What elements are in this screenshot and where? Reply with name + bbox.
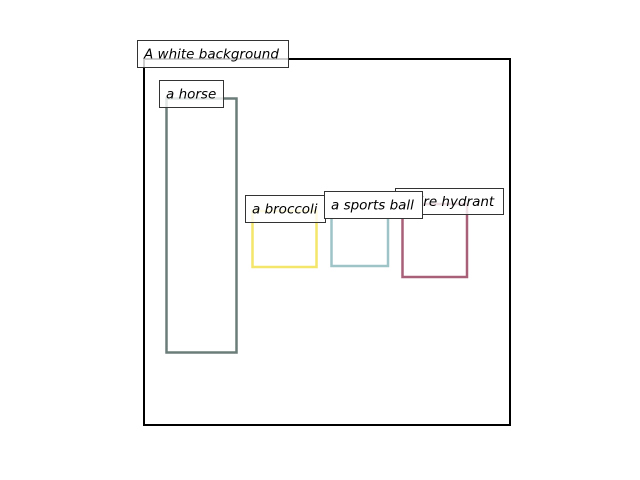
- svg-text:a fire hydrant: a fire hydrant: [402, 194, 495, 210]
- horse-label: a horse: [159, 80, 224, 108]
- svg-text:a broccoli: a broccoli: [252, 202, 318, 218]
- horse-box: [165, 97, 238, 354]
- scene-frame: [143, 58, 511, 426]
- background-label: A white background: [137, 40, 289, 68]
- svg-text:a horse: a horse: [166, 87, 216, 103]
- broccoli-label: a broccoli: [245, 195, 326, 223]
- sports-ball-label: a sports ball: [324, 191, 423, 219]
- svg-text:a sports ball: a sports ball: [331, 198, 414, 214]
- svg-text:A white background: A white background: [143, 47, 279, 63]
